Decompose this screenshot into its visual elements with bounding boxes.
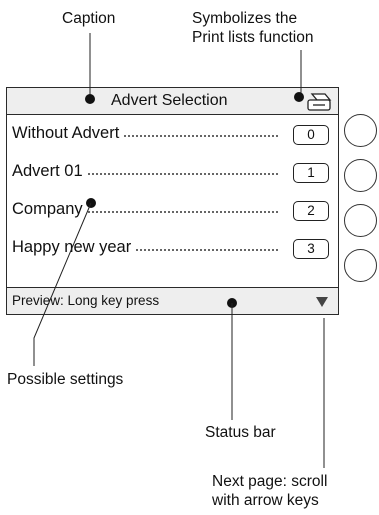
soft-key-3[interactable] xyxy=(344,204,377,237)
leader-dots xyxy=(15,135,278,137)
callout-possible-settings: Possible settings xyxy=(7,371,124,388)
arrow-down-icon[interactable] xyxy=(316,297,328,307)
leader-dots xyxy=(15,173,278,175)
callout-status-bar: Status bar xyxy=(205,424,276,441)
list-item[interactable]: Advert 01 1 xyxy=(7,153,338,191)
list-item[interactable]: Without Advert 0 xyxy=(7,115,338,153)
selection-key-3[interactable]: 3 xyxy=(293,239,329,259)
status-text: Preview: Long key press xyxy=(12,293,160,308)
list-item-label: Without Advert xyxy=(12,124,123,143)
selection-key-1[interactable]: 1 xyxy=(293,163,329,183)
callout-caption: Caption xyxy=(62,10,116,27)
list-item-label: Company xyxy=(12,200,86,219)
list-item[interactable]: Company 2 xyxy=(7,191,338,229)
title-bar: Advert Selection xyxy=(7,88,338,115)
leader-dots xyxy=(15,211,278,213)
callout-next-page-line1: Next page: scroll xyxy=(212,473,328,490)
soft-key-1[interactable] xyxy=(344,114,377,147)
selection-key-0[interactable]: 0 xyxy=(293,125,329,145)
printer-icon xyxy=(307,93,332,111)
selection-key-2[interactable]: 2 xyxy=(293,201,329,221)
soft-key-4[interactable] xyxy=(344,249,377,282)
list-item-label: Happy new year xyxy=(12,238,135,257)
status-bar: Preview: Long key press xyxy=(7,287,338,314)
list-item-label: Advert 01 xyxy=(12,162,86,181)
leader-dots xyxy=(15,249,278,251)
device-screen: Advert Selection Without Advert 0 Advert… xyxy=(6,87,339,315)
soft-key-2[interactable] xyxy=(344,159,377,192)
list-item[interactable]: Happy new year 3 xyxy=(7,229,338,267)
callout-print-lists-line1: Symbolizes the xyxy=(192,10,298,27)
callout-print-lists-line2: Print lists function xyxy=(192,29,314,46)
callout-next-page-line2: with arrow keys xyxy=(212,492,319,509)
screen-title: Advert Selection xyxy=(111,92,228,109)
